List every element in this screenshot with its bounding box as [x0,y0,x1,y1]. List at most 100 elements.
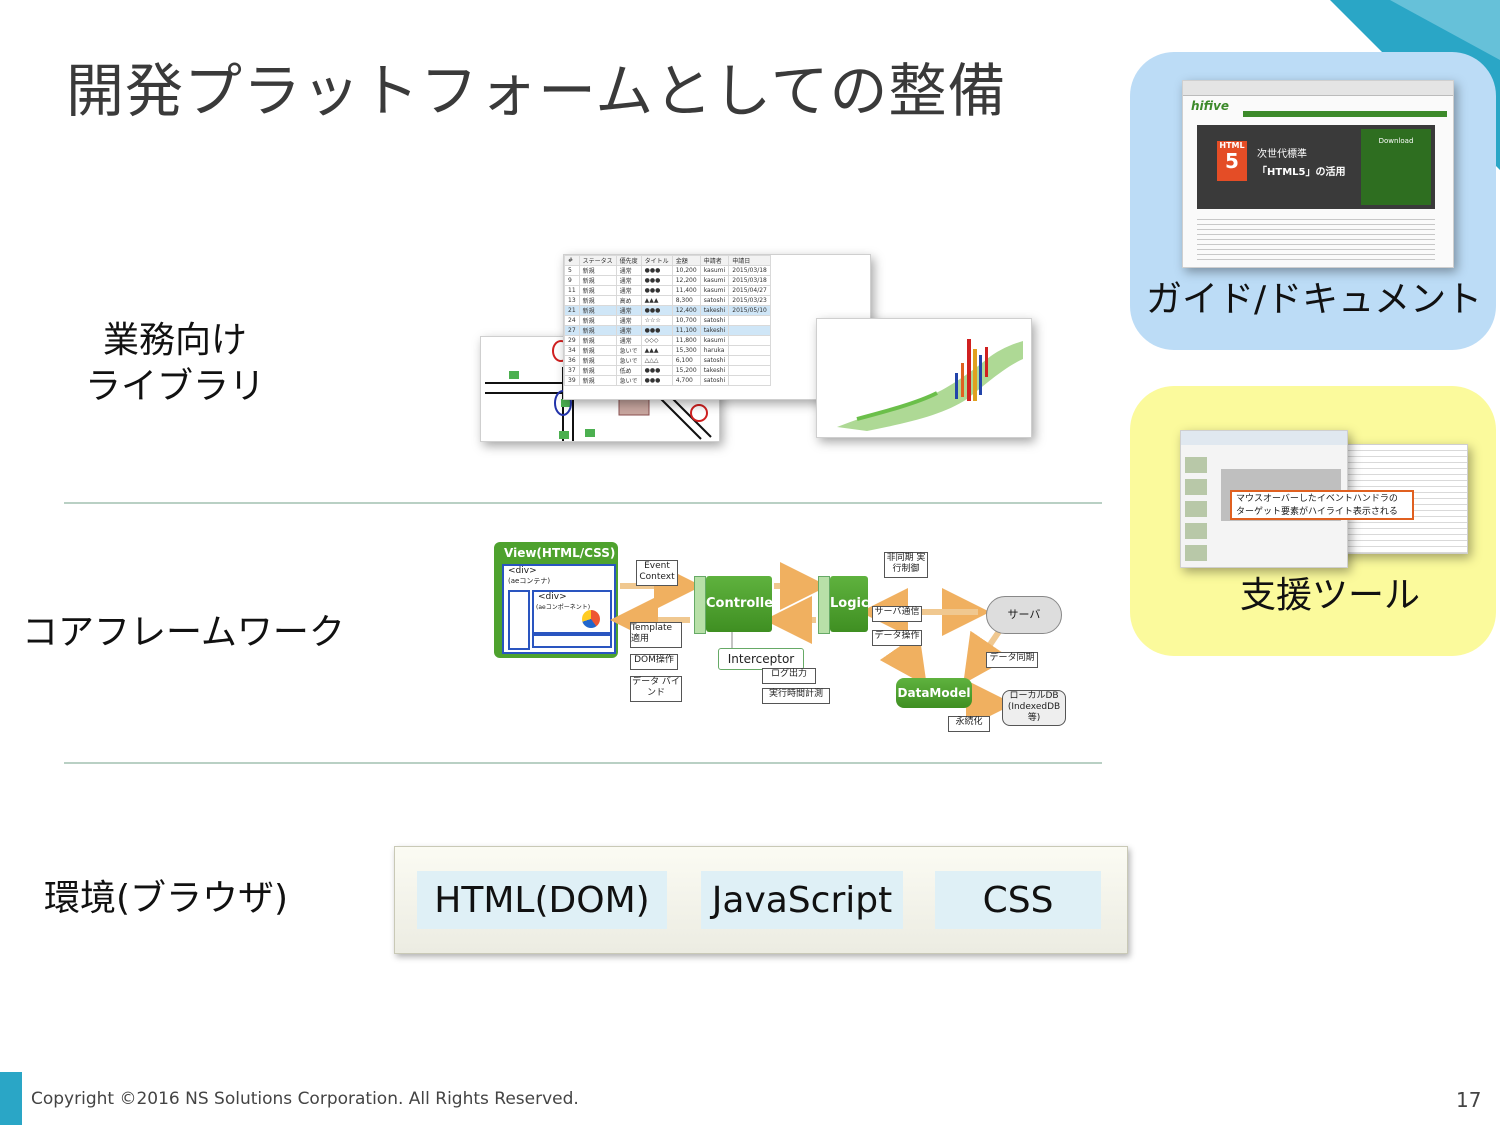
table-cell: 37 [564,365,580,376]
table-cell: 6,100 [671,355,701,366]
controller-bar-left [694,576,706,634]
table-cell: ●●● [640,305,673,316]
callout-line2: ターゲット要素がハイライト表示される [1236,507,1398,517]
table-cell: 29 [564,335,580,346]
table-cell: 新規 [578,335,617,346]
tool-browser-chrome [1181,431,1347,445]
div-component-sub: (aeコンポーネント) [536,604,591,611]
persist-box: 永続化 [948,716,990,732]
table-cell: takeshi [699,305,730,316]
table-cell [728,345,771,356]
table-cell: 11,100 [671,325,701,336]
table-cell: 2015/05/10 [728,305,771,316]
table-cell: ☆☆☆ [640,315,673,326]
page-number: 17 [1456,1088,1482,1112]
table-cell: 2015/03/18 [728,265,771,276]
datamodel-box: DataModel [896,678,972,708]
table-cell: haruka [699,345,730,356]
table-cell: 34 [564,345,580,356]
3d-bar-map [837,339,1023,431]
table-cell: 2015/03/23 [728,295,771,306]
table-cell: satoshi [699,315,730,326]
datagrid-header[interactable]: 申請日 [728,255,771,266]
data-bind-box: データ バインド [630,676,682,702]
table-cell: 通常 [615,265,642,276]
table-cell: 新規 [578,315,617,326]
table-cell: ●●● [640,325,673,336]
logic-bar-left [818,576,830,634]
news-lines [1197,215,1435,261]
datagrid-header[interactable]: タイトル [640,255,673,266]
exec-time-box: 実行時間計測 [762,688,830,704]
separator-top [64,502,1102,504]
datagrid-header-row: # ステータス 優先度 タイトル 金額 申請者 申請日 [564,255,771,266]
separator-bottom [64,762,1102,764]
tool-thumbs [1185,457,1207,563]
table-cell: kasumi [699,285,730,296]
table-cell [728,325,771,336]
table-cell: ●●● [640,375,673,386]
hifive-logo: hifive [1191,99,1230,113]
table-cell: 21 [564,305,580,316]
guide-screenshot: hifive HTML 5 次世代標準 「HTML5」の活用 Download [1182,80,1454,268]
table-cell: ●●● [640,365,673,376]
table-cell: 15,300 [671,345,701,356]
table-cell: 新規 [578,265,617,276]
env-javascript: JavaScript [701,871,903,929]
chart-icon [582,610,600,628]
table-cell: kasumi [699,265,730,276]
logic-box: Logic [830,576,869,632]
table-cell: satoshi [699,375,730,386]
server-comm-box: サーバ通信 [872,606,922,622]
callout-line1: マウスオーバーしたイベントハンドラの [1236,494,1398,504]
3d-map-screenshot [816,318,1032,438]
table-cell: kasumi [699,335,730,346]
table-cell: 新規 [578,355,617,366]
table-cell: 2015/03/18 [728,275,771,286]
row-label-environment: 環境(ブラウザ) [44,878,289,919]
footer-accent-bar [0,1072,22,1125]
guide-label: ガイド/ドキュメント [1146,279,1483,320]
table-cell: 15,200 [671,365,701,376]
table-cell: satoshi [699,355,730,366]
tools-label: 支援ツール [1240,575,1421,616]
download-label[interactable]: Download [1378,137,1414,145]
table-cell: ●●● [640,275,673,286]
table-cell: ●●● [640,265,673,276]
datagrid-header[interactable]: 申請者 [699,255,730,266]
banner-line2: 「HTML5」の活用 [1257,167,1346,178]
datagrid-header[interactable]: # [564,255,580,266]
event-context-box: Event Context [636,560,678,586]
datagrid-header[interactable]: 金額 [671,255,701,266]
table-cell: 11,800 [671,335,701,346]
row-label-business-library: 業務向け ライブラリ [70,318,280,410]
env-html-dom: HTML(DOM) [417,871,667,929]
table-cell: 高め [615,295,642,306]
datagrid-header[interactable]: 優先度 [615,255,642,266]
row-label-line2: ライブラリ [84,366,265,407]
table-cell: 通常 [615,335,642,346]
interceptor-box: Interceptor [718,648,804,670]
table-cell: takeshi [699,325,730,336]
table-cell: 新規 [578,285,617,296]
div-container-sub: (aeコンテナ) [508,577,551,585]
table-cell [728,365,771,376]
table-cell: ▲▲▲ [640,295,673,306]
table-cell: 低め [615,365,642,376]
table-cell: ◇◇◇ [640,335,673,346]
datagrid-header[interactable]: ステータス [578,255,617,266]
